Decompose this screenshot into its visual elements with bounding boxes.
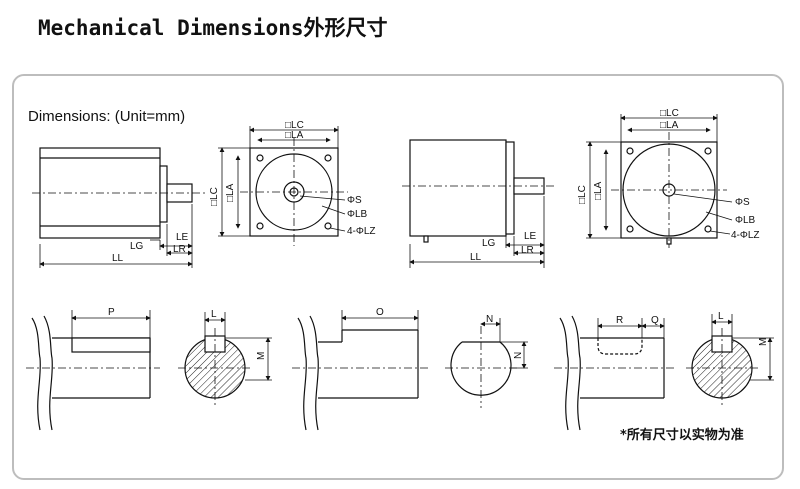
label-ll: LL — [112, 253, 124, 264]
page-title: Mechanical Dimensions外形尺寸 — [38, 16, 388, 40]
label-le-2: LE — [524, 231, 537, 242]
label-r: R — [616, 315, 623, 326]
motor-1-front-view — [218, 126, 348, 246]
label-q: Q — [651, 315, 659, 326]
label-n-side: N — [513, 352, 524, 359]
label-m-2: M — [758, 338, 769, 346]
motor-2-front-view — [586, 114, 733, 248]
shaft-detail-3 — [554, 315, 674, 431]
shaft-detail-2 — [292, 310, 428, 431]
label-la-top-2: □LA — [660, 120, 679, 131]
label-la-side: □LA — [225, 183, 236, 202]
label-la-top: □LA — [285, 130, 304, 141]
shaft-section-2 — [445, 318, 528, 408]
label-n-top: N — [486, 314, 493, 325]
label-lr: LR — [173, 244, 186, 255]
label-la-side-2: □LA — [593, 181, 604, 200]
label-lc-top-2: □LC — [660, 108, 679, 119]
label-le: LE — [176, 232, 189, 243]
label-lc-side: □LC — [209, 187, 220, 206]
label-lc-side-2: □LC — [577, 185, 588, 204]
label-l: L — [211, 309, 217, 320]
label-o: O — [376, 307, 384, 318]
motor-1-side-view — [32, 147, 205, 268]
label-lr-2: LR — [521, 245, 534, 256]
footnote: *所有尺寸以实物为准 — [620, 428, 744, 443]
motor-2-side-view — [402, 139, 556, 268]
label-phi-lb-2: ΦLB — [735, 215, 756, 226]
shaft-detail-1 — [26, 310, 160, 431]
label-phi-lz-2: 4-ΦLZ — [731, 230, 760, 241]
label-phi-s: ΦS — [347, 195, 362, 206]
label-ll-2: LL — [470, 252, 482, 263]
shaft-section-3 — [686, 314, 774, 408]
label-l-2: L — [718, 311, 724, 322]
drawing-panel — [12, 74, 784, 480]
dimensions-heading: Dimensions: (Unit=mm) — [28, 108, 186, 125]
label-lg-2: LG — [482, 238, 496, 249]
label-p: P — [108, 307, 115, 318]
label-lc-top: □LC — [285, 120, 304, 131]
label-lg: LG — [130, 241, 144, 252]
label-phi-s-2: ΦS — [735, 197, 750, 208]
label-m: M — [256, 352, 267, 360]
label-phi-lb: ΦLB — [347, 209, 368, 220]
shaft-section-1 — [178, 312, 272, 408]
label-phi-lz: 4-ΦLZ — [347, 226, 376, 237]
